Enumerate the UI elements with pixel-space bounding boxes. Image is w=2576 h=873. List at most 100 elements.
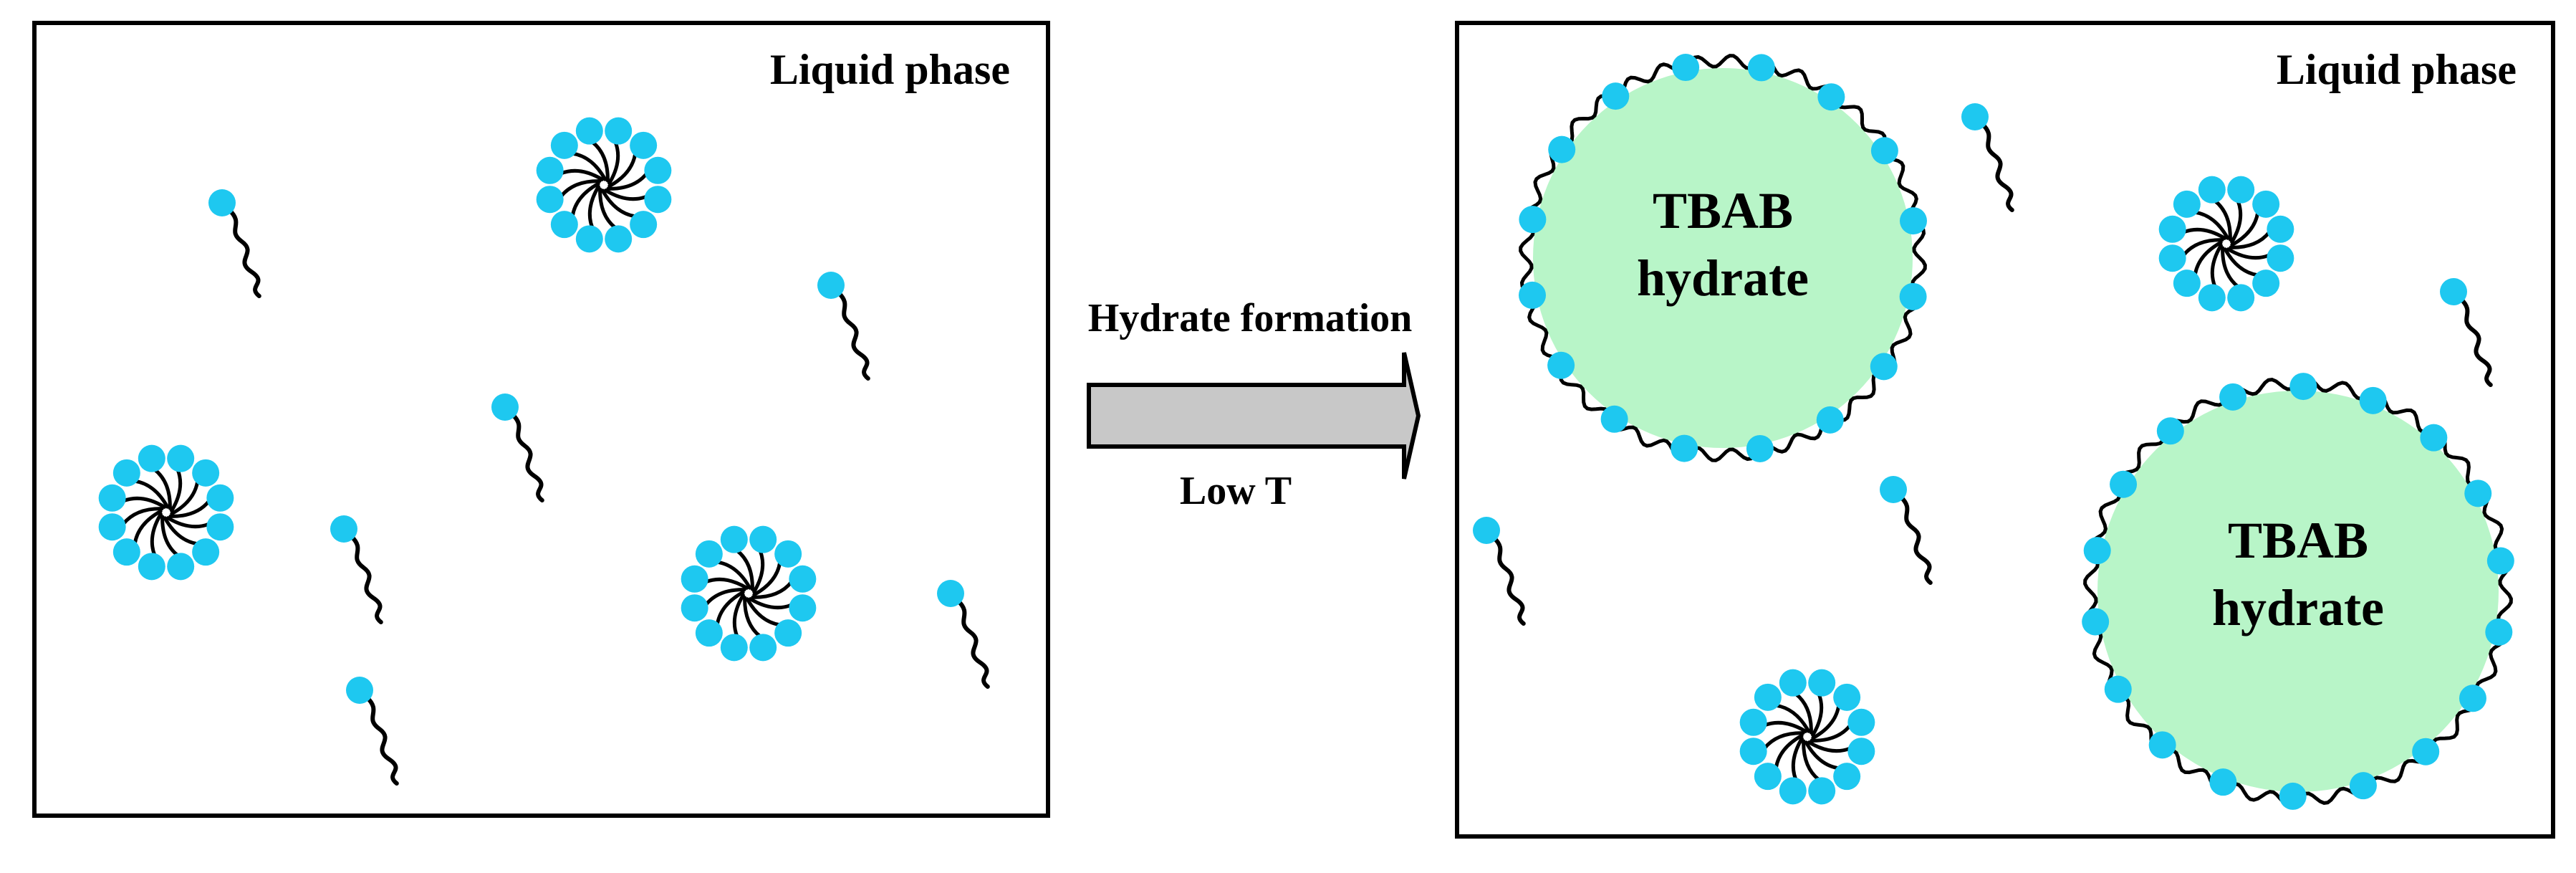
micelle-tail (2230, 210, 2260, 247)
micelle-head (2267, 244, 2294, 272)
monomer-tail (1898, 495, 1933, 585)
hydrate-head (1672, 54, 1700, 82)
micelle-tail (2181, 238, 2224, 257)
micelle-head (774, 619, 802, 647)
micelle-head (681, 594, 708, 622)
micelle-head (98, 513, 126, 541)
micelle-head (1808, 777, 1836, 805)
micelle-tail (170, 467, 183, 513)
micelle-tail (1762, 731, 1805, 750)
micelle-tail (133, 509, 163, 546)
micelle-tail (1811, 703, 1841, 740)
micelle-tail (2221, 246, 2240, 289)
micelle-tail (606, 171, 649, 191)
micelle-tail (715, 590, 745, 627)
hydrate-head (2485, 618, 2513, 646)
monomer-left-5 (346, 677, 399, 786)
hydrate-head (2289, 373, 2317, 401)
micelle-head (749, 525, 777, 553)
micelle-head (206, 484, 234, 512)
micelle-tail (1810, 723, 1852, 743)
micelle-head (720, 634, 748, 662)
monomer-left-1 (208, 189, 261, 298)
micelle-tail (559, 168, 605, 181)
hydrate-head (2412, 738, 2440, 765)
micelle-head (192, 538, 220, 566)
micelle-tail (160, 515, 180, 558)
micelle-left-1 (536, 117, 672, 253)
micelle-head (192, 459, 220, 487)
micelle-tail (2223, 247, 2260, 277)
micelle-head (789, 594, 817, 622)
monomer-tail (1491, 535, 1526, 626)
hydrate-head (2464, 480, 2492, 507)
micelle-tail (1762, 720, 1808, 733)
arrow-bottom-label: Low T (1180, 469, 1292, 513)
micelle-head (2198, 284, 2226, 312)
hydrate-head (1870, 137, 1898, 165)
micelle-tail (587, 184, 600, 230)
micelle-tail (607, 151, 638, 189)
hydrate-head (2359, 386, 2387, 414)
hydrate-2-label-line2: hydrate (2212, 579, 2384, 636)
micelle-head (112, 459, 140, 487)
hydrate-head (2082, 608, 2110, 636)
micelle-tail (703, 577, 749, 590)
micelle-tail (170, 479, 200, 516)
left-panel-frame (32, 21, 1050, 818)
hydrate-head (1870, 353, 1898, 381)
hydrate-head (2420, 424, 2448, 452)
monomer-head (330, 515, 357, 543)
monomer-head (1473, 517, 1500, 544)
right-panel-label: Liquid phase (2277, 46, 2517, 93)
micelle-head (774, 540, 802, 568)
micelle-head (2158, 215, 2186, 243)
micelle-tail (150, 512, 163, 558)
monomer-tail (2459, 297, 2493, 387)
micelle-tail (121, 507, 164, 526)
micelle-head (630, 131, 658, 159)
micelle-tail (745, 597, 782, 627)
micelle-tail (715, 560, 752, 590)
hydrate-head (1547, 351, 1575, 379)
monomer-head (2440, 278, 2467, 305)
micelle-head (2173, 190, 2201, 218)
micelle-tail (600, 189, 638, 219)
process-arrow (1087, 352, 1421, 480)
micelle-tail (607, 140, 620, 186)
monomer-head (491, 393, 519, 421)
monomer-head (1961, 103, 1989, 130)
micelle-head (605, 225, 633, 253)
micelle-head (630, 211, 658, 239)
monomer-head (937, 580, 964, 607)
micelle-tail (590, 140, 610, 183)
micelle-head (1847, 708, 1875, 736)
arrow-top-label: Hydrate formation (1088, 296, 1413, 340)
monomer-head (1880, 476, 1907, 503)
hydrate-head (2110, 470, 2138, 498)
hydrate-head (1816, 406, 1844, 434)
hydrate-head (2148, 731, 2176, 759)
hydrate-head (1899, 207, 1927, 235)
micelle-head (695, 540, 723, 568)
micelle-head (536, 156, 564, 184)
micelle-tail (1774, 733, 1804, 771)
micelle-tail (752, 560, 782, 597)
hydrate-head (2349, 772, 2377, 800)
micelle-head (644, 156, 672, 184)
micelle-tail (1811, 692, 1824, 738)
micelle-head (1847, 738, 1875, 765)
micelle-head (167, 553, 195, 581)
micelle-tail (2210, 243, 2223, 289)
hydrate-head (1671, 434, 1698, 462)
hydrate-2 (2082, 373, 2514, 810)
micelle-tail (165, 516, 211, 529)
micelle-tail (1804, 740, 1841, 771)
hydrate-head (1899, 282, 1927, 310)
hydrate-head (2209, 768, 2237, 796)
micelle-head (2227, 176, 2255, 204)
micelle-tail (1774, 703, 1811, 733)
hydrate-head (1602, 82, 1630, 110)
micelle-tail (2213, 199, 2232, 242)
monomer-tail (365, 695, 399, 786)
